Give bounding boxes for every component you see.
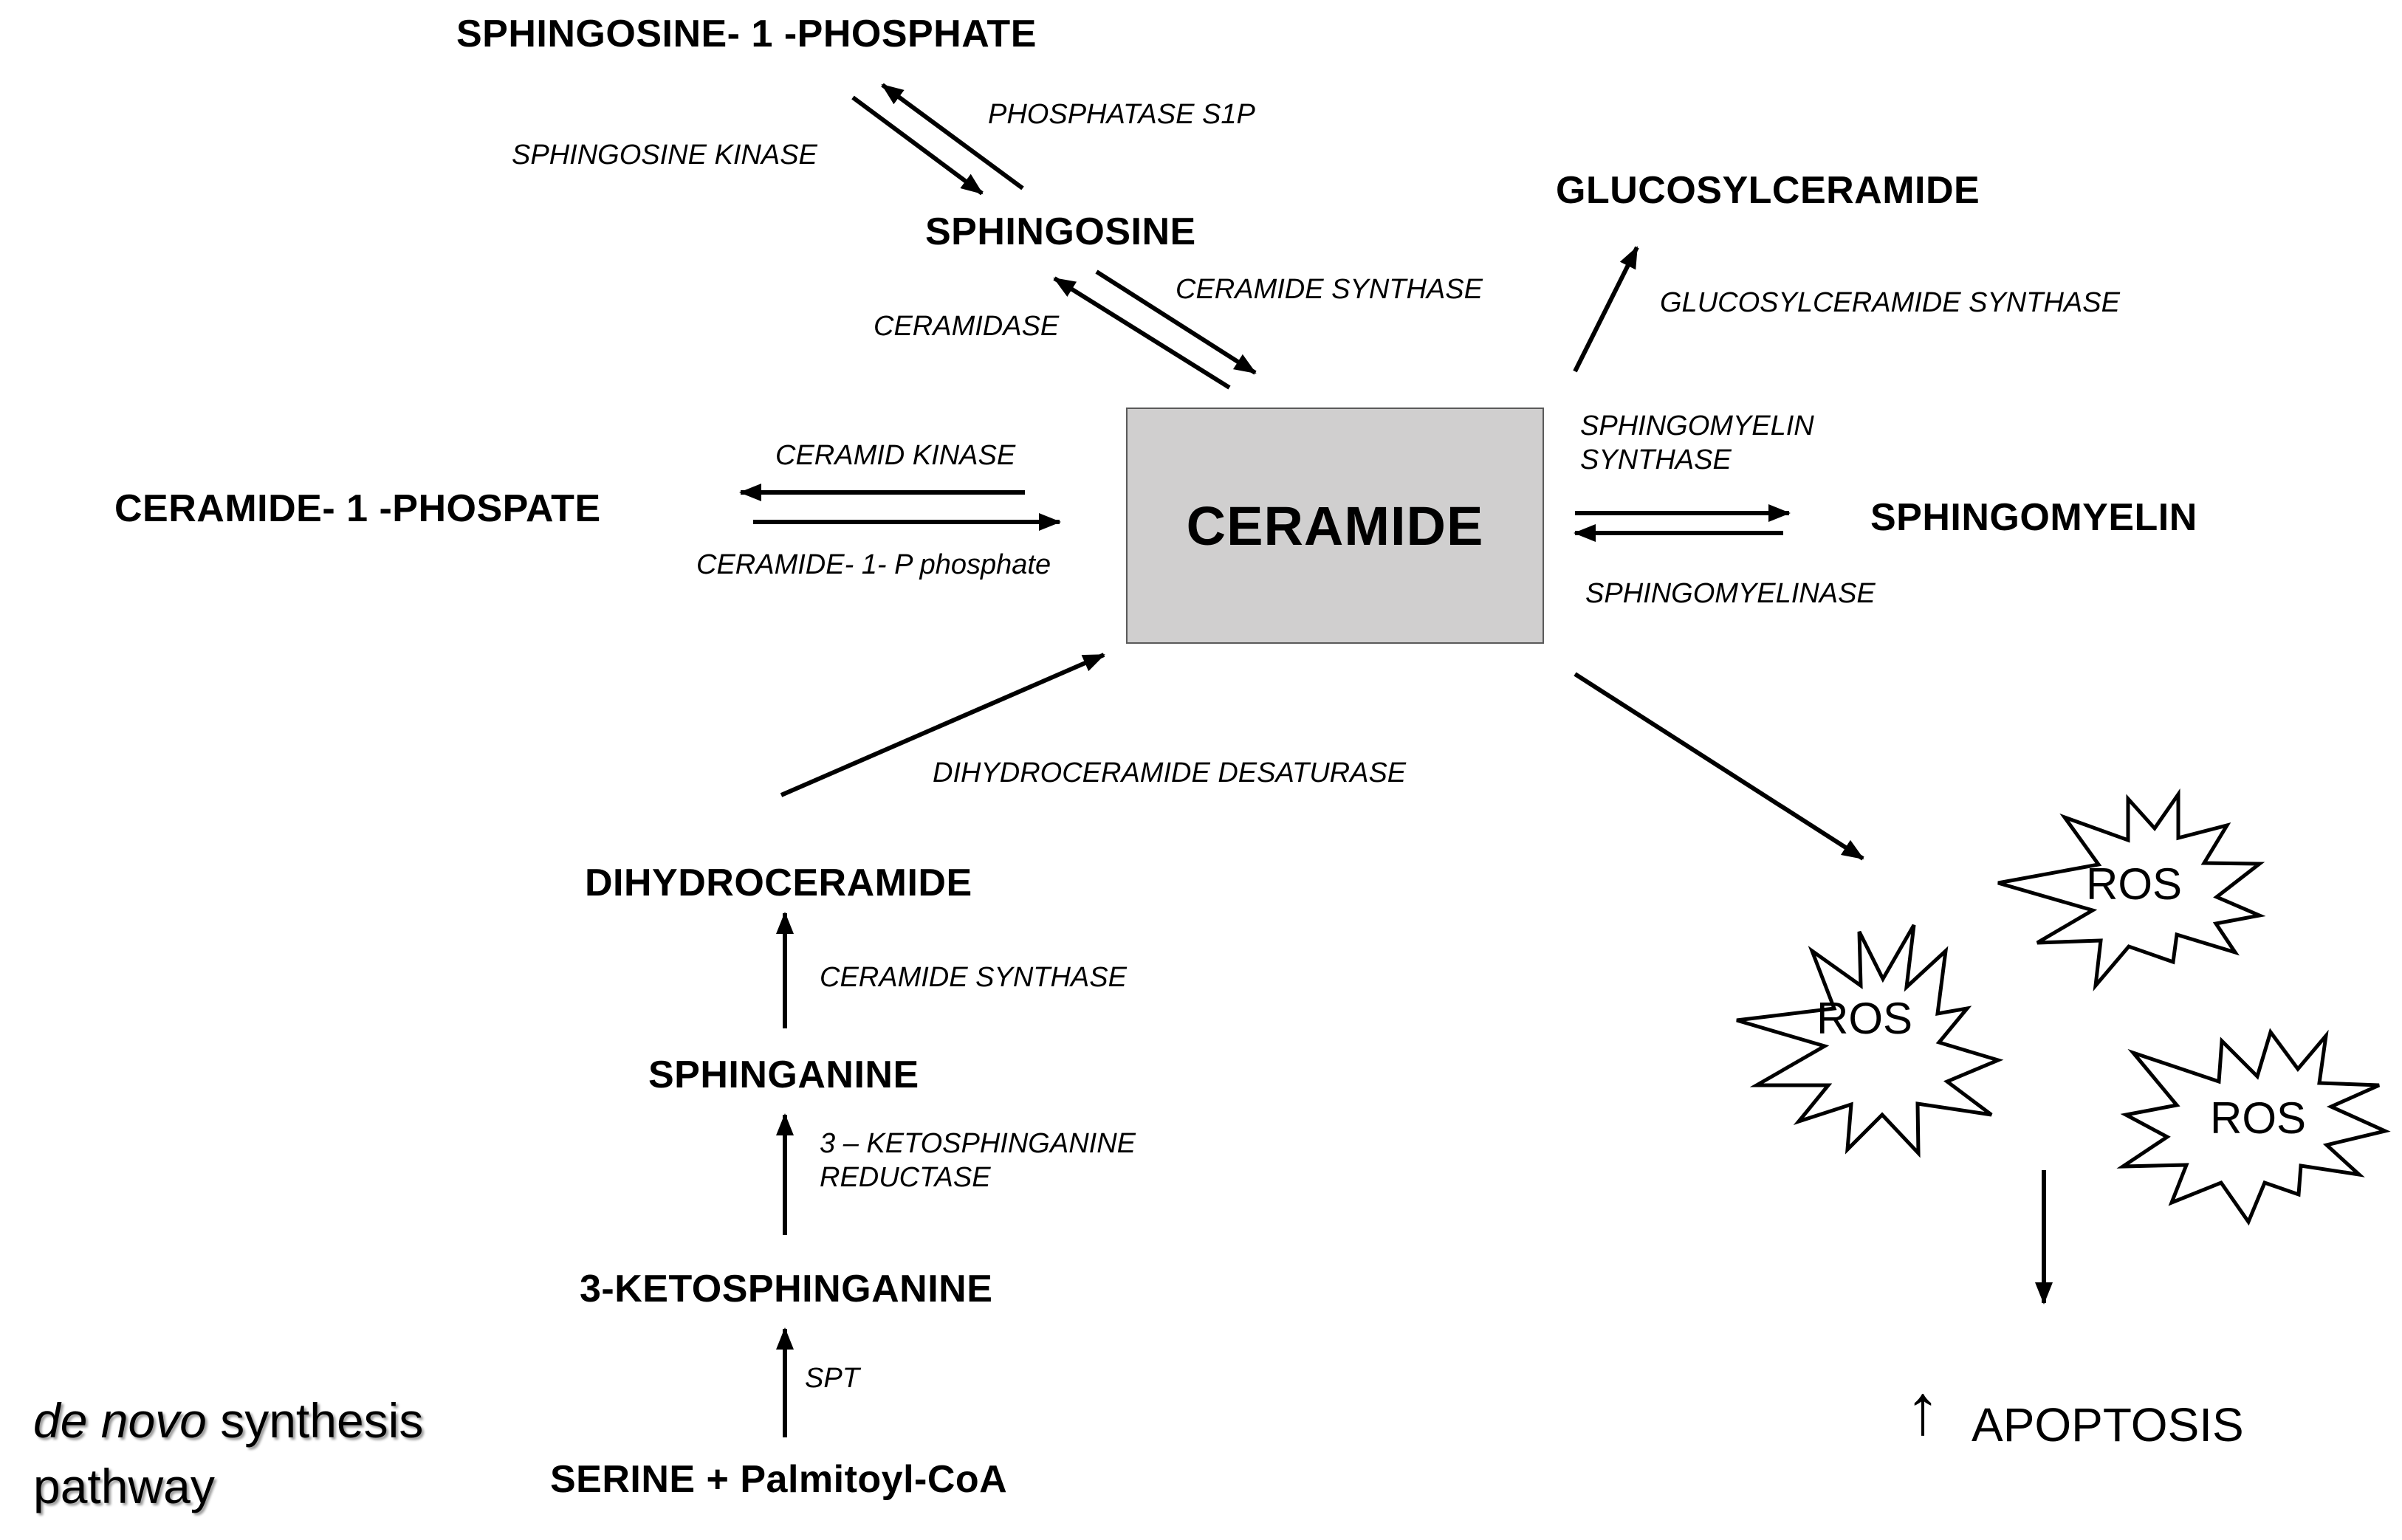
ros-label-3: ROS bbox=[2210, 1093, 2307, 1143]
enzyme-ceramidase: CERAMIDASE bbox=[874, 311, 1060, 342]
arrow-ceramide-to-ros bbox=[1574, 672, 1864, 861]
arrow-ceramide-to-glucosylceramide bbox=[1573, 246, 1639, 373]
enzyme-ceramide-synthase-bottom: CERAMIDE SYNTHASE bbox=[820, 962, 1127, 993]
apoptosis-up-arrow: ↑ bbox=[1905, 1370, 1941, 1449]
ros-starburst-3 bbox=[2116, 1028, 2391, 1226]
enzyme-ceramide-1-p-phosphate: CERAMIDE- 1- P phosphate bbox=[696, 549, 1051, 580]
de-novo-caption-line1: de novo synthesis bbox=[33, 1388, 423, 1454]
enzyme-ceramide-synthase-top: CERAMIDE SYNTHASE bbox=[1176, 274, 1483, 305]
enzyme-3-ketosphinganine-reductase-line1: 3 – KETOSPHINGANINE bbox=[820, 1128, 1136, 1159]
enzyme-spt: SPT bbox=[805, 1363, 859, 1394]
node-sphingosine-1-phosphate: SPHINGOSINE- 1 -PHOSPHATE bbox=[456, 13, 1037, 55]
arrow-dihydroceramide-to-ceramide bbox=[780, 653, 1105, 797]
node-ceramide-1-phosphate: CERAMIDE- 1 -PHOSPATE bbox=[114, 487, 601, 530]
enzyme-sphingomyelin-synthase: SPHINGOMYELIN SYNTHASE bbox=[1580, 410, 1814, 477]
de-novo-caption-line2: pathway bbox=[33, 1459, 215, 1514]
enzyme-3-ketosphinganine-reductase-line2: REDUCTASE bbox=[820, 1161, 991, 1193]
node-serine-palmitoyl-coa: SERINE + Palmitoyl-CoA bbox=[550, 1458, 1008, 1501]
enzyme-sphingosine-kinase: SPHINGOSINE KINASE bbox=[512, 140, 817, 171]
arrow-ceramide-to-sphingosine bbox=[1053, 276, 1231, 390]
enzyme-sphingomyelin-synthase-line1: SPHINGOMYELIN bbox=[1580, 410, 1814, 441]
enzyme-glucosylceramide-synthase: GLUCOSYLCERAMIDE SYNTHASE bbox=[1660, 287, 2120, 318]
node-ceramide-box: CERAMIDE bbox=[1126, 408, 1544, 644]
ros-starburst-2 bbox=[1736, 924, 2004, 1158]
apoptosis-label: APOPTOSIS bbox=[1972, 1398, 2244, 1451]
enzyme-ceramid-kinase: CERAMID KINASE bbox=[775, 440, 1016, 471]
arrow-s1p-to-sphingosine bbox=[851, 95, 984, 196]
de-novo-caption-rest: synthesis bbox=[206, 1393, 424, 1448]
enzyme-sphingomyelin-synthase-line2: SYNTHASE bbox=[1580, 444, 1732, 475]
ros-starburst-1 bbox=[1997, 788, 2266, 991]
enzyme-dihydroceramide-desaturase: DIHYDROCERAMIDE DESATURASE bbox=[933, 757, 1407, 788]
node-ceramide: CERAMIDE bbox=[1186, 495, 1484, 557]
node-sphingomyelin: SPHINGOMYELIN bbox=[1870, 496, 2197, 539]
node-dihydroceramide: DIHYDROCERAMIDE bbox=[585, 862, 972, 904]
enzyme-sphingomyelinase: SPHINGOMYELINASE bbox=[1585, 578, 1876, 609]
node-sphinganine: SPHINGANINE bbox=[648, 1053, 919, 1096]
ros-label-2: ROS bbox=[1816, 994, 1913, 1043]
arrow-sphingosine-to-s1p bbox=[881, 83, 1024, 190]
node-3-ketosphinganine: 3-KETOSPHINGANINE bbox=[580, 1268, 993, 1310]
node-glucosylceramide: GLUCOSYLCERAMIDE bbox=[1556, 169, 1980, 212]
de-novo-caption-italic: de novo bbox=[33, 1393, 207, 1448]
enzyme-3-ketosphinganine-reductase: 3 – KETOSPHINGANINE REDUCTASE bbox=[820, 1127, 1136, 1194]
de-novo-caption: de novo synthesis pathway bbox=[33, 1388, 423, 1519]
enzyme-phosphatase-s1p: PHOSPHATASE S1P bbox=[988, 99, 1255, 130]
node-sphingosine: SPHINGOSINE bbox=[925, 210, 1196, 253]
arrow-sphingosine-to-ceramide bbox=[1095, 269, 1257, 375]
ros-label-1: ROS bbox=[2086, 859, 2183, 909]
